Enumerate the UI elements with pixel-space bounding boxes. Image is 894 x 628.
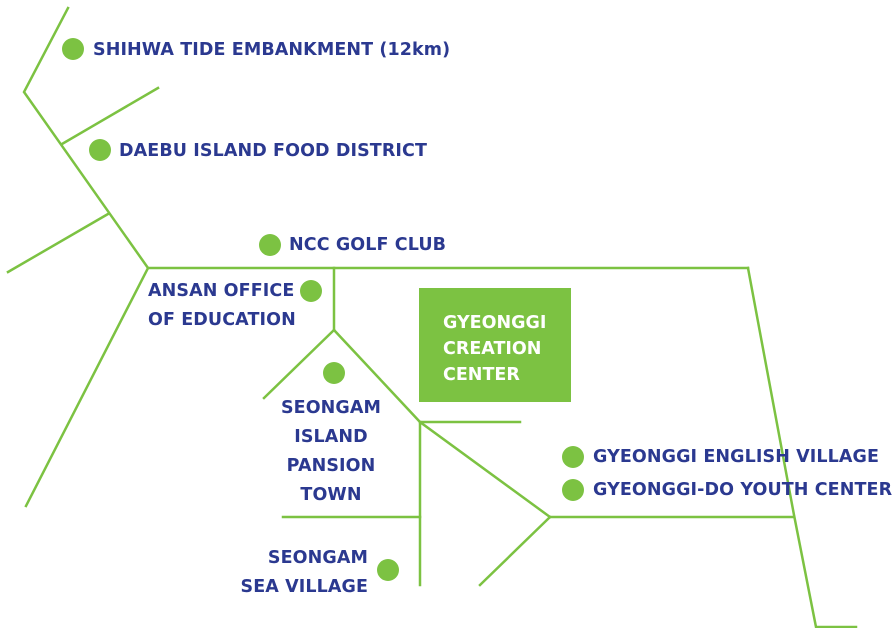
label-line: SEONGAM <box>267 548 368 568</box>
location-dot-icon <box>323 362 345 384</box>
label-text: DAEBU ISLAND FOOD DISTRICT <box>119 141 428 161</box>
location-dot-icon <box>89 139 111 161</box>
label-seongam-island-pansion-town: SEONGAM ISLAND PANSION TOWN <box>264 394 398 510</box>
label-text: GYEONGGI ENGLISH VILLAGE <box>593 447 880 467</box>
location-dot-icon <box>562 479 584 501</box>
road-southwest <box>24 266 150 508</box>
label-gyeonggi-do-youth-center: GYEONGGI-DO YOUTH CENTER <box>593 476 892 505</box>
label-line: OF EDUCATION <box>148 310 296 330</box>
label-shihwa-tide-embankment: SHIHWA TIDE EMBANKMENT (12km) <box>93 36 450 65</box>
label-text: NCC GOLF CLUB <box>289 235 447 255</box>
label-line: ISLAND <box>294 427 368 447</box>
label-text: GYEONGGI-DO YOUTH CENTER <box>593 480 893 500</box>
road-northwest-trunk <box>22 6 150 270</box>
label-line: ANSAN OFFICE <box>148 281 295 301</box>
location-dot-icon <box>62 38 84 60</box>
location-dot-icon <box>300 280 322 302</box>
label-daebu-island-food-district: DAEBU ISLAND FOOD DISTRICT <box>119 137 427 166</box>
road-daebu-branch <box>60 86 160 146</box>
location-dot-icon <box>259 234 281 256</box>
road-seongam-branch <box>262 328 336 400</box>
highlight-gyeonggi-creation-center: GYEONGGI CREATION CENTER <box>419 288 571 402</box>
highlight-line: CENTER <box>443 365 520 385</box>
label-line: SEONGAM <box>280 398 382 418</box>
road-west-branch <box>6 212 110 274</box>
location-dot-icon <box>562 446 584 468</box>
highlight-line: CREATION <box>443 339 542 359</box>
highlight-line: GYEONGGI <box>443 313 547 333</box>
label-line: TOWN <box>300 485 362 505</box>
label-seongam-sea-village: SEONGAM SEA VILLAGE <box>232 544 368 602</box>
location-dot-icon <box>377 559 399 581</box>
road-southwest-spur <box>478 515 552 587</box>
label-ansan-office-of-education: ANSAN OFFICE OF EDUCATION <box>148 277 296 335</box>
label-ncc-golf-club: NCC GOLF CLUB <box>289 231 446 260</box>
label-text: SHIHWA TIDE EMBANKMENT (12km) <box>93 40 451 60</box>
road-east-vertical <box>746 266 858 628</box>
label-line: PANSION <box>286 456 376 476</box>
label-gyeonggi-english-village: GYEONGGI ENGLISH VILLAGE <box>593 443 879 472</box>
label-line: SEA VILLAGE <box>240 577 368 597</box>
